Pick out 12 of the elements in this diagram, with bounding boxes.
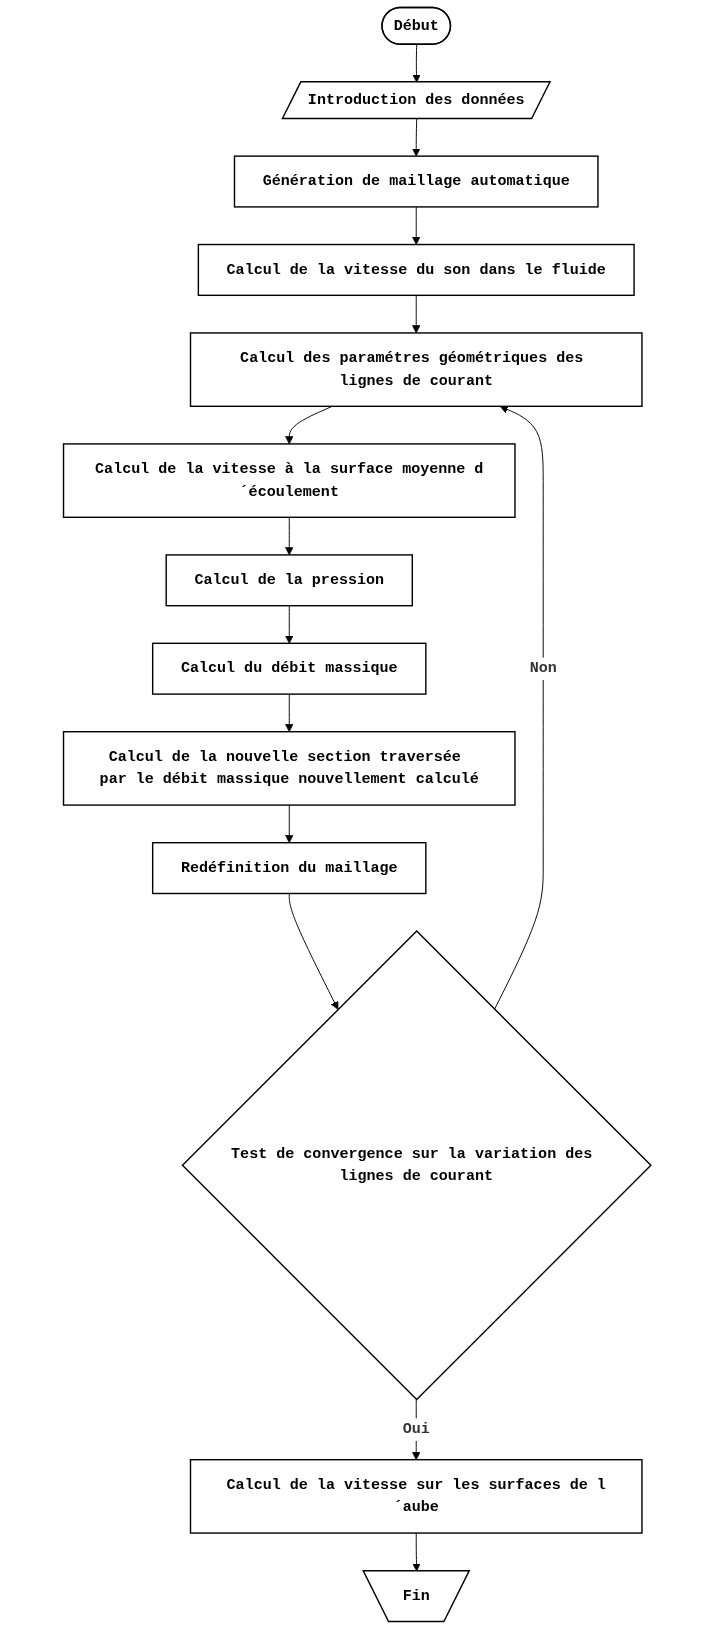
node-box: Génération de maillage automatique (233, 155, 599, 208)
node-box: Calcul de la vitesse du son dans le fluide (197, 243, 635, 297)
edge-label: Oui (402, 1421, 430, 1439)
node-diamond: Test de convergence sur la variation des lignes de courant (181, 930, 652, 1401)
node-box: Calcul des paramétres géométriques des lignes de courant (189, 332, 643, 407)
node-box: Calcul de la pression (165, 554, 413, 607)
node-box: Calcul de la nouvelle section traversée par le débit massique nouvellement calculé (62, 731, 516, 806)
node-box: Calcul de la vitesse à la surface moyenne d´écoulement (62, 443, 516, 518)
node-box: Calcul de la vitesse sur les surfaces de l´aube (189, 1459, 643, 1534)
node-box: Calcul du débit massique (151, 642, 427, 695)
edge-label: Non (529, 660, 557, 678)
node-box: Redéfinition du maillage (151, 842, 427, 895)
